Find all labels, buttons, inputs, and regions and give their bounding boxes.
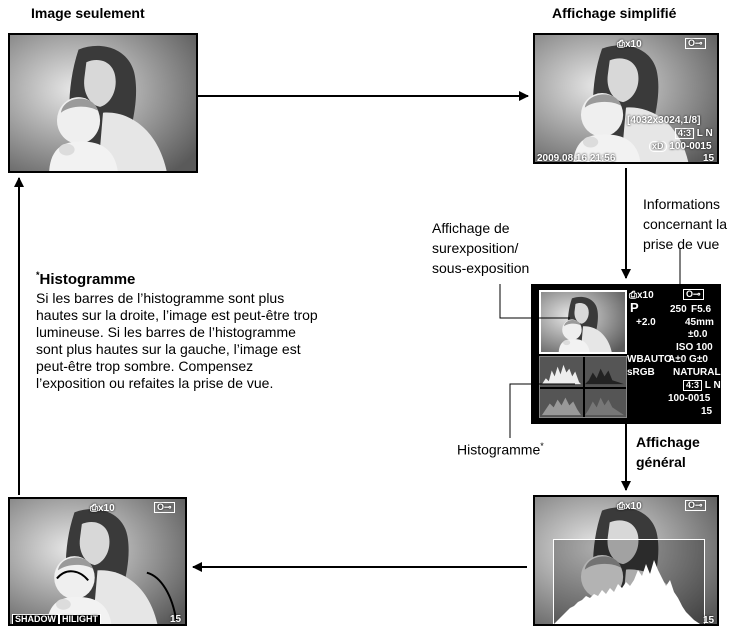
info-display-screen: ⎙x10 O⊸ P 250 F5.6 +2.0 45mm ±0.0 ISO 10… xyxy=(531,284,721,424)
shooting-mode: P xyxy=(630,300,639,315)
print-reservation-indicator: ⎙x10 xyxy=(617,501,642,512)
histogram-bars xyxy=(541,364,625,416)
histogram-bars xyxy=(554,560,700,624)
wb-adjustment: A±0 G±0 xyxy=(668,354,708,365)
label-shooting-info: Informations concernant la prise de vue xyxy=(643,196,728,252)
print-reservation-indicator: ⎙x10 xyxy=(90,503,115,514)
overexposure-preview xyxy=(539,290,627,354)
aspect-quality: 4:3 L N xyxy=(675,128,713,139)
note-heading: *Histogramme xyxy=(36,270,136,288)
general-display-screen: ⎙x10 O⊸ 15 xyxy=(533,495,719,626)
label-histogram: Histogramme* xyxy=(457,441,544,458)
histogram-overlay xyxy=(553,539,705,624)
frame-number: 15 xyxy=(703,615,715,626)
resolution-compression: [4032x3024,1/8] xyxy=(627,115,701,126)
histogram-note: *Histogramme Si les barres de l’histogra… xyxy=(36,265,321,392)
flash-compensation: ±0.0 xyxy=(688,329,708,340)
frame-number: 15 xyxy=(170,614,182,625)
picture-mode: NATURAL xyxy=(673,367,721,378)
histogram-grid xyxy=(539,356,627,418)
iso-sensitivity: ISO 100 xyxy=(676,342,713,353)
title-general: Affichage général xyxy=(636,434,700,470)
file-number: xD 100-0015 xyxy=(649,141,712,152)
shutter-speed: 250 xyxy=(670,304,687,315)
focal-length: 45mm xyxy=(685,317,714,328)
protect-icon: O⊸ xyxy=(683,289,704,300)
protect-icon: O⊸ xyxy=(685,38,706,49)
file-number: 100-0015 xyxy=(668,393,711,404)
protect-icon: O⊸ xyxy=(685,500,706,511)
leader-histogram xyxy=(509,383,575,438)
leader-over-under xyxy=(499,284,570,319)
simplified-display-screen: ⎙x10 O⊸ [4032x3024,1/8] 4:3 L N xD 100-0… xyxy=(533,33,719,164)
color-space: sRGB xyxy=(627,367,655,378)
print-reservation-indicator: ⎙x10 xyxy=(617,39,642,50)
frame-number: 15 xyxy=(701,406,713,417)
exposure-compensation: +2.0 xyxy=(636,317,656,328)
date-time: 2009.08.16 21:56 xyxy=(537,153,616,164)
white-balance: WBAUTO xyxy=(627,354,672,365)
label-over-under-exposure: Affichage de surexposition/ sous-exposit… xyxy=(432,220,530,276)
note-body: Si les barres de l’histogramme sont plus… xyxy=(36,290,318,391)
protect-icon: O⊸ xyxy=(154,502,175,513)
print-reservation-indicator: ⎙x10 xyxy=(629,290,654,301)
aperture: F5.6 xyxy=(691,304,712,315)
image-only-screen xyxy=(8,33,198,173)
title-image-only: Image seulement xyxy=(31,5,145,21)
frame-number: 15 xyxy=(703,153,715,164)
aspect-quality: 4:3 L N xyxy=(683,380,721,391)
title-simplified: Affichage simplifié xyxy=(552,5,677,21)
highlight-outline xyxy=(56,570,178,621)
